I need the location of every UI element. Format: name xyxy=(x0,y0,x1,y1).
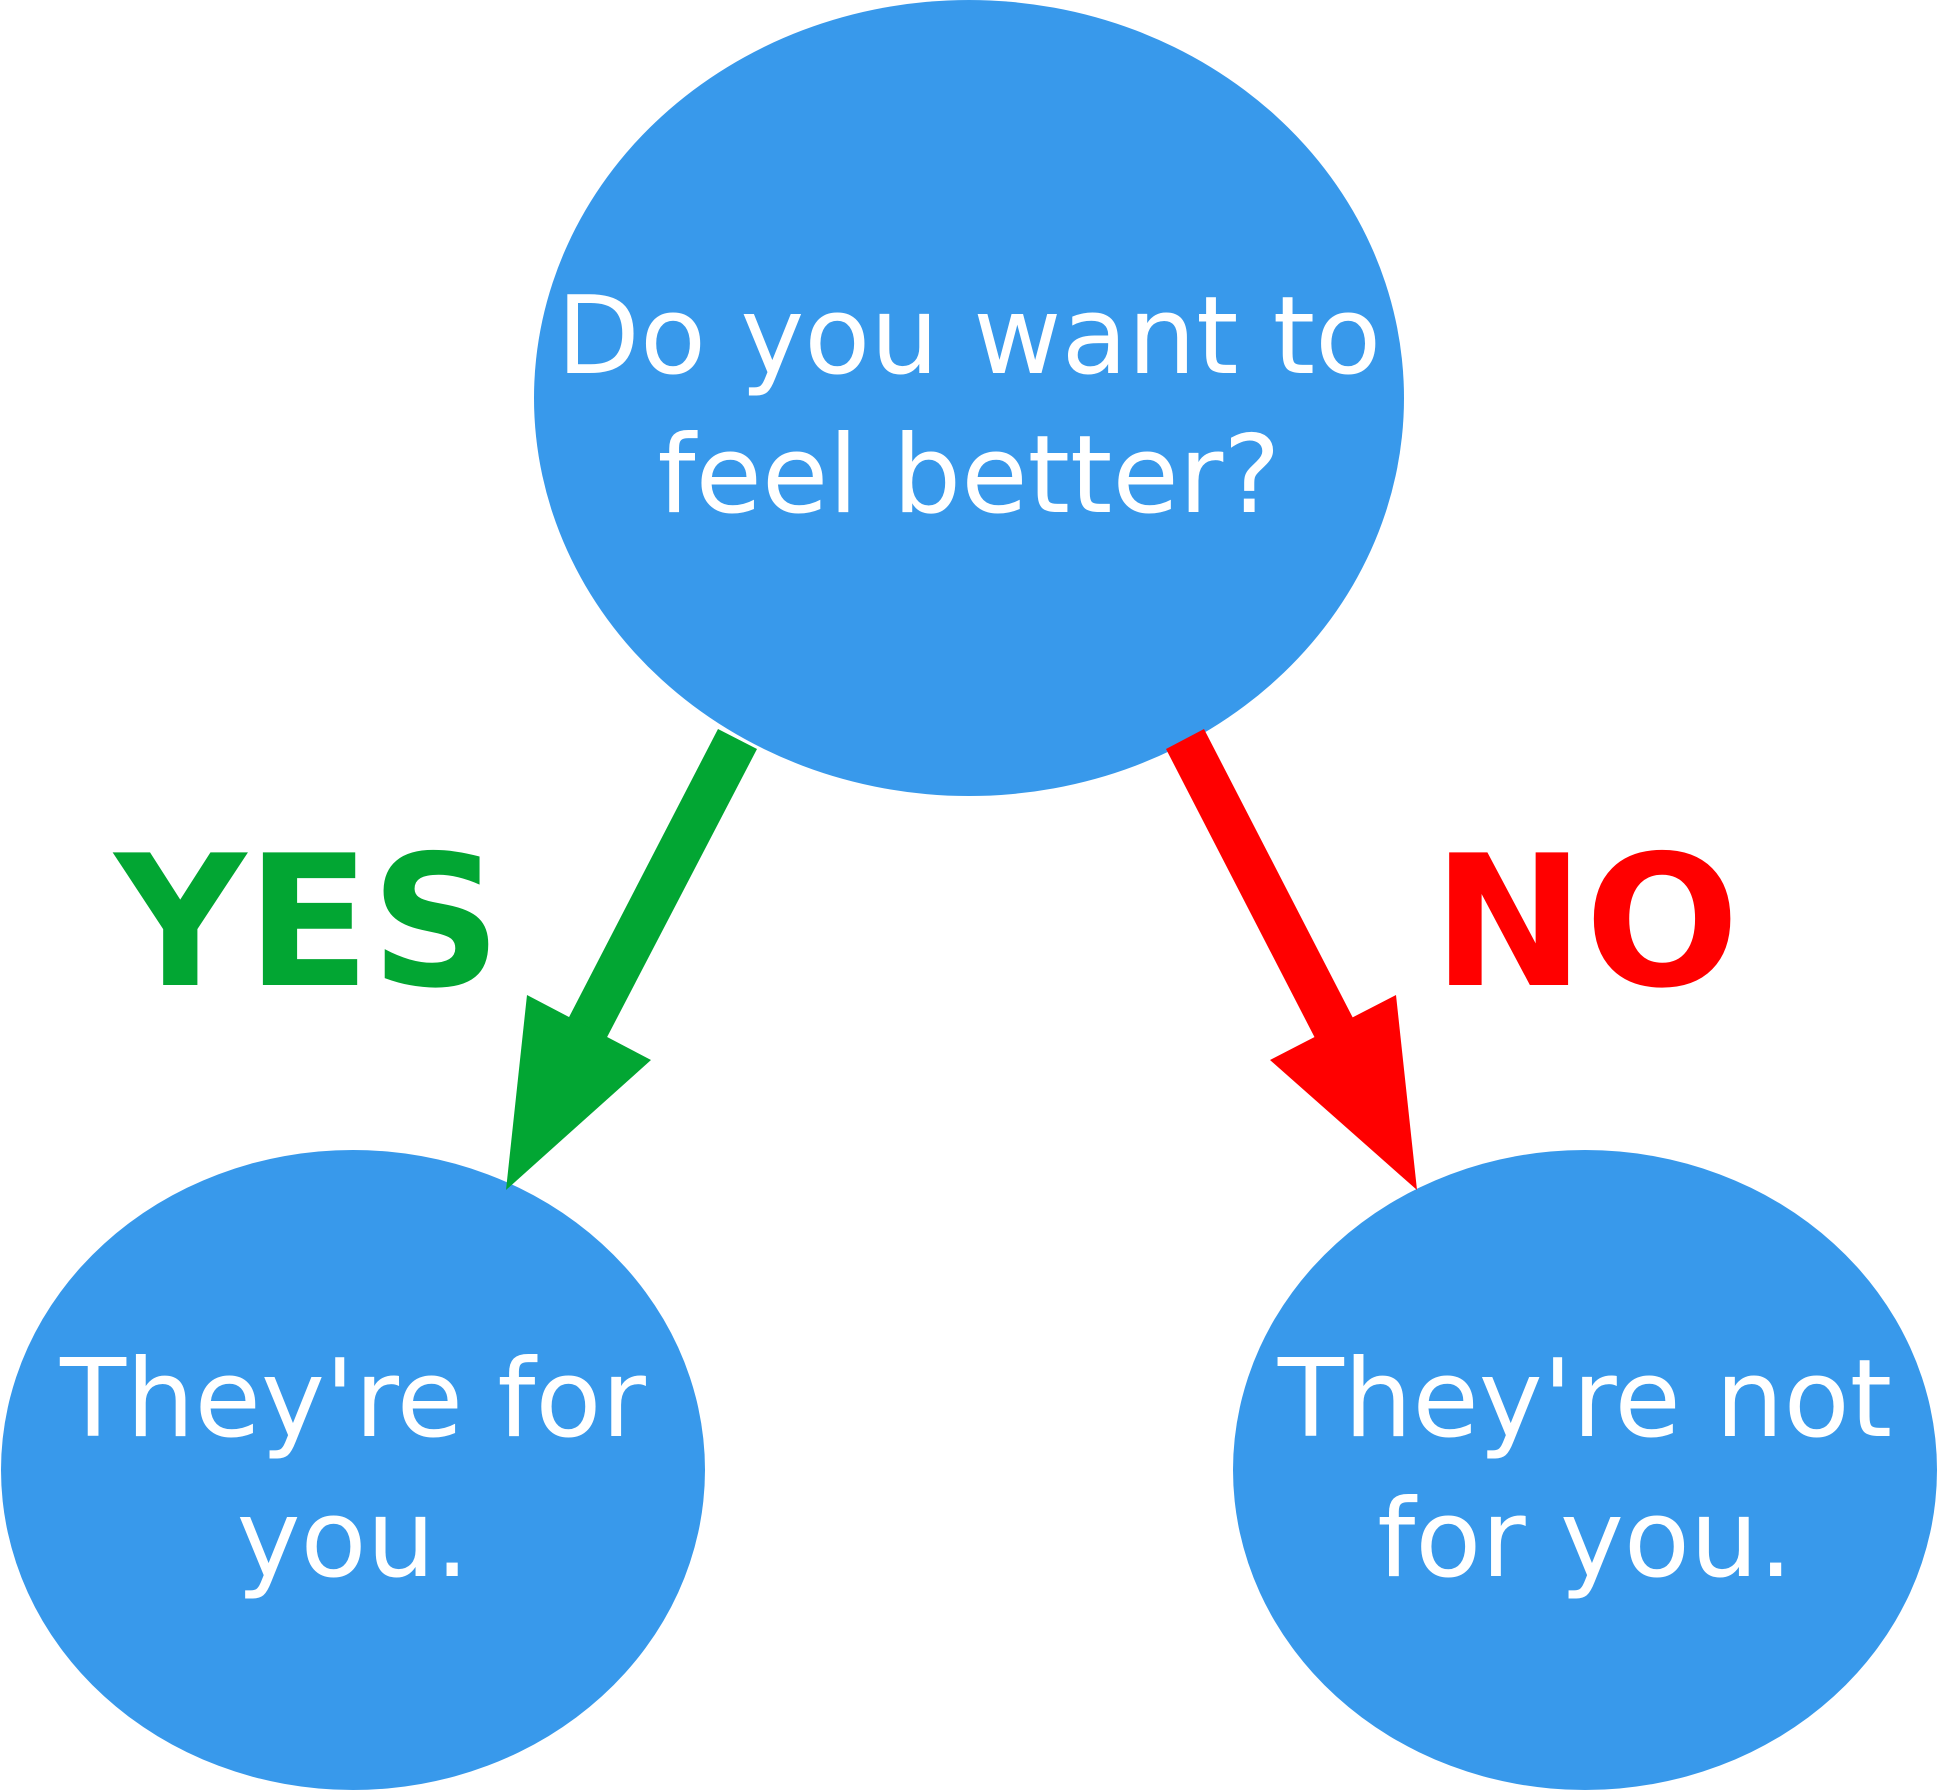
question-line-1: Do you want to xyxy=(557,274,1381,399)
yes-outcome-line-2: you. xyxy=(237,1477,470,1602)
yes-arrow-head xyxy=(506,995,651,1190)
yes-outcome-node: They're for you. xyxy=(1,1150,705,1790)
no-edge-label: NO xyxy=(1432,816,1739,1028)
yes-arrow-shaft xyxy=(566,729,757,1043)
no-outcome-node: They're not for you. xyxy=(1233,1150,1937,1790)
yes-outcome-ellipse xyxy=(1,1150,705,1790)
no-arrow-head xyxy=(1270,995,1417,1190)
no-outcome-ellipse xyxy=(1233,1150,1937,1790)
yes-arrow xyxy=(506,729,757,1190)
no-arrow-shaft xyxy=(1166,729,1354,1040)
no-outcome-line-2: for you. xyxy=(1377,1477,1793,1602)
yes-outcome-line-1: They're for xyxy=(59,1337,646,1462)
no-outcome-line-1: They're not xyxy=(1277,1337,1892,1462)
question-line-2: feel better? xyxy=(657,413,1280,538)
question-node-ellipse xyxy=(534,0,1404,796)
yes-edge-label: YES xyxy=(112,816,501,1028)
question-node: Do you want to feel better? xyxy=(534,0,1404,796)
no-arrow xyxy=(1166,729,1417,1190)
